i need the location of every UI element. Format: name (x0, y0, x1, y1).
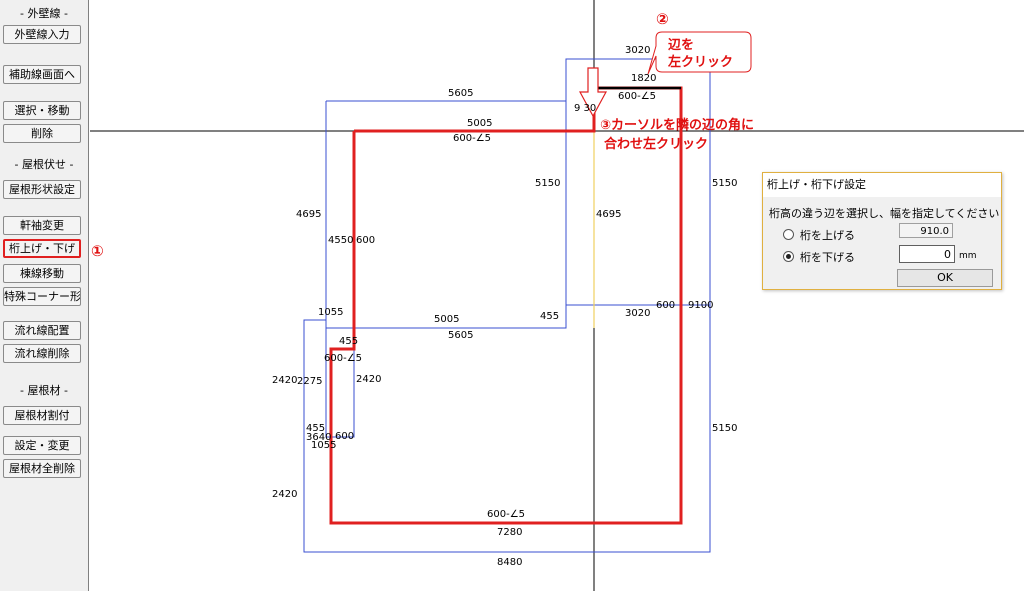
dim-2420-inner: 2420 (356, 374, 381, 385)
radio-raise-indicator[interactable] (783, 229, 794, 240)
section-roof-material-label: - 屋根材 - (20, 384, 68, 397)
step1-marker: ① (91, 242, 104, 260)
radio-raise-label: 桁を上げる (800, 229, 855, 242)
outer-wall-outline (303, 58, 711, 553)
roof-outline[interactable] (329, 86, 683, 525)
dim-600-right: 600 (656, 300, 675, 311)
section-roof-framing-label: - 屋根伏せ - (14, 158, 74, 171)
step3-text-line1: ③カーソルを隣の辺の角に (600, 117, 754, 133)
flow-line-delete-button[interactable]: 流れ線削除 (3, 344, 81, 363)
dim-455-low: 455 (306, 423, 325, 434)
dim-930: 9 30 (574, 103, 596, 114)
dim-600-slope-left: 600-∠5 (324, 353, 362, 364)
step2-marker: ② (656, 10, 669, 28)
dim-600-left: 600 (356, 235, 375, 246)
dim-1820: 1820 (631, 73, 656, 84)
dim-7280: 7280 (497, 527, 522, 538)
dim-8480: 8480 (497, 557, 522, 568)
step3-text-line2: 合わせ左クリック (604, 136, 708, 152)
ridge-move-button[interactable]: 棟線移動 (3, 264, 81, 283)
dim-3020-top: 3020 (625, 45, 650, 56)
radio-lower-beam[interactable]: 桁を下げる (783, 249, 855, 265)
dim-2420-a: 2420 (272, 375, 297, 386)
dim-600-slope-bottom: 600-∠5 (487, 509, 525, 520)
dim-455-mid: 455 (540, 311, 559, 322)
radio-raise-beam[interactable]: 桁を上げる (783, 227, 855, 243)
beam-setting-dialog: 桁上げ・桁下げ設定 桁高の違う辺を選択し、幅を指定してください 桁を上げる 91… (762, 172, 1002, 290)
ok-button[interactable]: OK (897, 269, 993, 287)
radio-lower-label: 桁を下げる (800, 251, 855, 264)
dim-4695-inner: 4695 (596, 209, 621, 220)
dim-5005-mid: 5005 (434, 314, 459, 325)
dim-5150-inner: 5150 (535, 178, 560, 189)
drawing-canvas[interactable]: 3020 1820 600-∠5 5605 9 30 5005 600-∠5 5… (90, 0, 1024, 591)
raise-value-display: 910.0 (899, 223, 953, 238)
setting-change-button[interactable]: 設定・変更 (3, 436, 81, 455)
dim-1055-top: 1055 (318, 307, 343, 318)
step2-line2: 左クリック (668, 54, 733, 70)
wall-outlines (303, 58, 711, 553)
unit-label: mm (959, 251, 977, 261)
delete-button[interactable]: 削除 (3, 124, 81, 143)
dim-600-slope-mid: 600-∠5 (453, 133, 491, 144)
roof-material-delete-all-button[interactable]: 屋根材全削除 (3, 459, 81, 478)
beam-up-down-button[interactable]: 桁上げ・下げ (3, 239, 81, 258)
dim-3020-mid: 3020 (625, 308, 650, 319)
dim-600-slope-top: 600-∠5 (618, 91, 656, 102)
dim-4695-left: 4695 (296, 209, 321, 220)
aux-screen-button[interactable]: 補助線画面へ (3, 65, 81, 84)
dim-2420-b: 2420 (272, 489, 297, 500)
dialog-message: 桁高の違う辺を選択し、幅を指定してください (769, 207, 1000, 220)
select-move-button[interactable]: 選択・移動 (3, 101, 81, 120)
dim-3640: 3640 (306, 432, 331, 443)
dim-5150-right: 5150 (712, 178, 737, 189)
tool-sidebar: - 外壁線 - 外壁線入力 補助線画面へ 選択・移動 削除 - 屋根伏せ - 屋… (0, 0, 89, 591)
lower-value-input[interactable] (899, 245, 955, 263)
outer-wall-input-button[interactable]: 外壁線入力 (3, 25, 81, 44)
dim-455-left: 455 (339, 336, 358, 347)
dim-5605-mid: 5605 (448, 330, 473, 341)
step2-line1: 辺を (668, 38, 694, 53)
flow-line-place-button[interactable]: 流れ線配置 (3, 321, 81, 340)
cursor-arrow-icon (578, 67, 608, 118)
radio-lower-indicator[interactable] (783, 251, 794, 262)
wall-inner-middle (326, 305, 567, 329)
roof-shape-button[interactable]: 屋根形状設定 (3, 180, 81, 199)
special-corner-button[interactable]: 特殊コーナー形状 (3, 287, 81, 306)
roof-material-alloc-button[interactable]: 屋根材割付 (3, 406, 81, 425)
dim-4550: 4550 (328, 235, 353, 246)
dim-1055-low: 1055 (311, 440, 336, 451)
wall-inner-lower-left (325, 320, 355, 438)
callout-box (647, 31, 752, 75)
dim-5605-top: 5605 (448, 88, 473, 99)
dim-9100: 9100 (688, 300, 713, 311)
dim-600-low: 600 (335, 431, 354, 442)
dim-5150-low: 5150 (712, 423, 737, 434)
eave-change-button[interactable]: 軒袖変更 (3, 216, 81, 235)
dialog-title: 桁上げ・桁下げ設定 (763, 173, 1001, 197)
dim-2275: 2275 (297, 376, 322, 387)
dim-5005-top: 5005 (467, 118, 492, 129)
section-outer-wall-label: - 外壁線 - (20, 7, 68, 20)
